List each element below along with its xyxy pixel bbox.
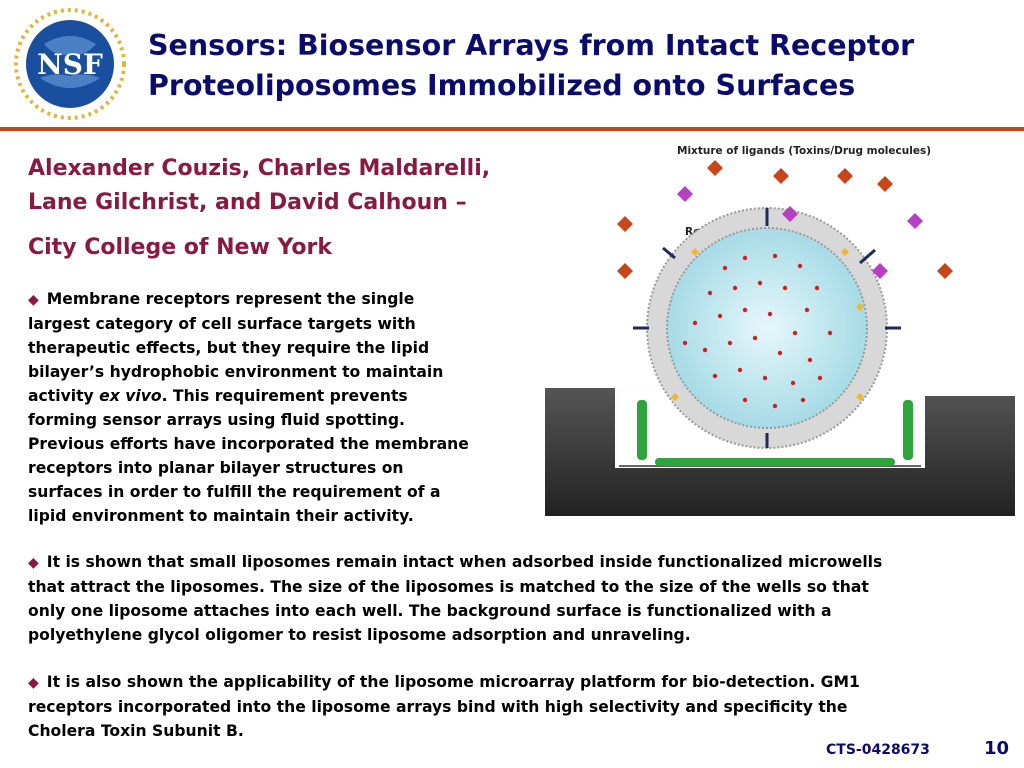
bullet-paragraph-2: ◆ It is shown that small liposomes remain… [28, 550, 1018, 647]
bullet-1-line-7: Previous efforts have incorporated the m… [28, 435, 469, 453]
figure-label-mixture: Mixture of ligands (Toxins/Drug molecule… [677, 145, 931, 157]
nsf-logo-rays [14, 8, 126, 120]
bullet-1-line-2: largest category of cell surface targets… [28, 315, 416, 333]
bullet-1-line-6: forming sensor arrays using fluid spotti… [28, 411, 405, 429]
bullet-1-ex-vivo: ex vivo [99, 387, 162, 405]
bullet-3-line-3: Cholera Toxin Subunit B. [28, 722, 244, 740]
bullet-2-line-1: It is shown that small liposomes remain … [46, 553, 883, 571]
bullet-1-line-1: Membrane receptors represent the single [46, 290, 415, 308]
title-line-2: Proteoliposomes Immobilized onto Surface… [148, 69, 856, 102]
slide-title: Sensors: Biosensor Arrays from Intact Re… [148, 26, 1008, 106]
receptors [633, 208, 901, 448]
bilayer-markers [671, 248, 864, 401]
ligands-magenta [677, 186, 923, 279]
institution: City College of New York [28, 235, 332, 260]
page-number: 10 [984, 738, 1010, 759]
title-line-1: Sensors: Biosensor Arrays from Intact Re… [148, 29, 915, 62]
diamond-bullet-icon: ◆ [28, 555, 39, 571]
bullet-paragraph-3: ◆ It is also shown the applicability of t… [28, 670, 1018, 743]
bullet-1-line-4: bilayer’s hydrophobic environment to mai… [28, 363, 444, 381]
liposome-core [666, 227, 868, 429]
bullet-1-line-9: surfaces in order to fulfill the require… [28, 483, 441, 501]
bullet-2-line-2: that attract the liposomes. The size of … [28, 578, 869, 596]
well-tethers [637, 400, 913, 466]
microwell-substrate [545, 388, 1015, 516]
authors-line-1: Alexander Couzis, Charles Maldarelli, [28, 156, 491, 181]
bullet-3-line-2: receptors incorporated into the liposome… [28, 698, 848, 716]
bullet-2-line-3: only one liposome attaches into each wel… [28, 602, 832, 620]
bullet-1-line-10: lipid environment to maintain their acti… [28, 507, 414, 525]
bullet-3-line-1: It is also shown the applicability of th… [46, 673, 860, 691]
bullet-2-line-4: polyethylene glycol oligomer to resist l… [28, 626, 691, 644]
bullet-1-line-8: receptors into planar bilayer structures… [28, 459, 404, 477]
bullet-1-activity-suffix: . This requirement prevents [161, 387, 408, 405]
ligands-orange [617, 160, 953, 279]
bullet-paragraph-1: ◆ Membrane receptors represent the single… [28, 287, 548, 528]
internal-molecules [682, 253, 833, 409]
title-divider [0, 127, 1024, 131]
authors: Alexander Couzis, Charles Maldarelli, La… [28, 152, 558, 220]
grant-code: CTS-0428673 [826, 742, 930, 758]
bullet-1-line-3: therapeutic effects, but they require th… [28, 339, 430, 357]
diamond-bullet-icon: ◆ [28, 292, 39, 308]
nsf-logo-text: NSF [37, 48, 103, 81]
diamond-bullet-icon: ◆ [28, 675, 39, 691]
authors-line-2: Lane Gilchrist, and David Calhoun – [28, 190, 467, 215]
bullet-1-activity-prefix: activity [28, 387, 100, 405]
nsf-logo: NSF [14, 8, 126, 120]
liposome-diagram: Mixture of ligands (Toxins/Drug molecule… [545, 145, 1015, 516]
